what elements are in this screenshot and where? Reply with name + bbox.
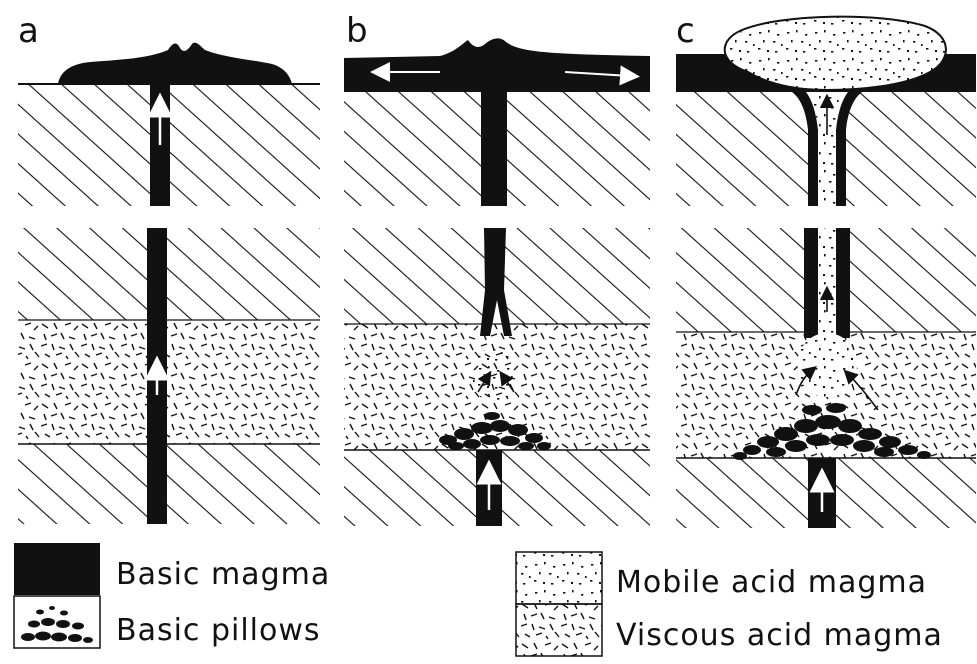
panel-c-feeder-dyke	[808, 458, 836, 528]
panel-a-dyke	[147, 84, 170, 524]
panel-b-label: b	[346, 11, 368, 51]
legend-label-basic-magma: Basic magma	[116, 557, 330, 592]
panel-c-lower-wall-left	[804, 228, 818, 338]
panel-b-upper-dyke	[481, 90, 507, 206]
legend-swatch-mobile-acid-magma	[516, 552, 602, 604]
panel-c-label: c	[676, 11, 695, 51]
legend-item-mobile-acid-magma: Mobile acid magma	[516, 552, 927, 604]
panel-a-label: a	[18, 11, 39, 51]
panel-a-lower-block	[18, 228, 320, 524]
legend-item-basic-pillows: Basic pillows	[14, 596, 321, 648]
panel-b-feeder-dyke	[476, 450, 502, 526]
panel-c-mobile-acid-pocket	[797, 333, 857, 397]
legend-label-basic-pillows: Basic pillows	[116, 613, 321, 648]
panel-b-mobile-acid-pocket	[472, 347, 516, 403]
legend: Basic magma Basic pillows Mobile acid ma…	[14, 543, 943, 656]
panel-a: a	[18, 11, 320, 524]
legend-label-mobile-acid-magma: Mobile acid magma	[616, 565, 927, 600]
panel-b: b	[344, 11, 650, 526]
legend-item-basic-magma: Basic magma	[14, 543, 330, 595]
panel-c-lower-channel	[818, 228, 836, 338]
legend-swatch-viscous-acid-magma	[516, 604, 602, 656]
panel-c-lower-wall-right	[836, 228, 850, 338]
panel-c: c	[676, 11, 976, 528]
legend-swatch-basic-magma	[14, 543, 100, 595]
legend-label-viscous-acid-magma: Viscous acid magma	[616, 618, 943, 653]
panel-a-lava-flow	[58, 43, 292, 84]
legend-item-viscous-acid-magma: Viscous acid magma	[516, 604, 943, 656]
panel-b-lava-sheet	[344, 38, 650, 92]
